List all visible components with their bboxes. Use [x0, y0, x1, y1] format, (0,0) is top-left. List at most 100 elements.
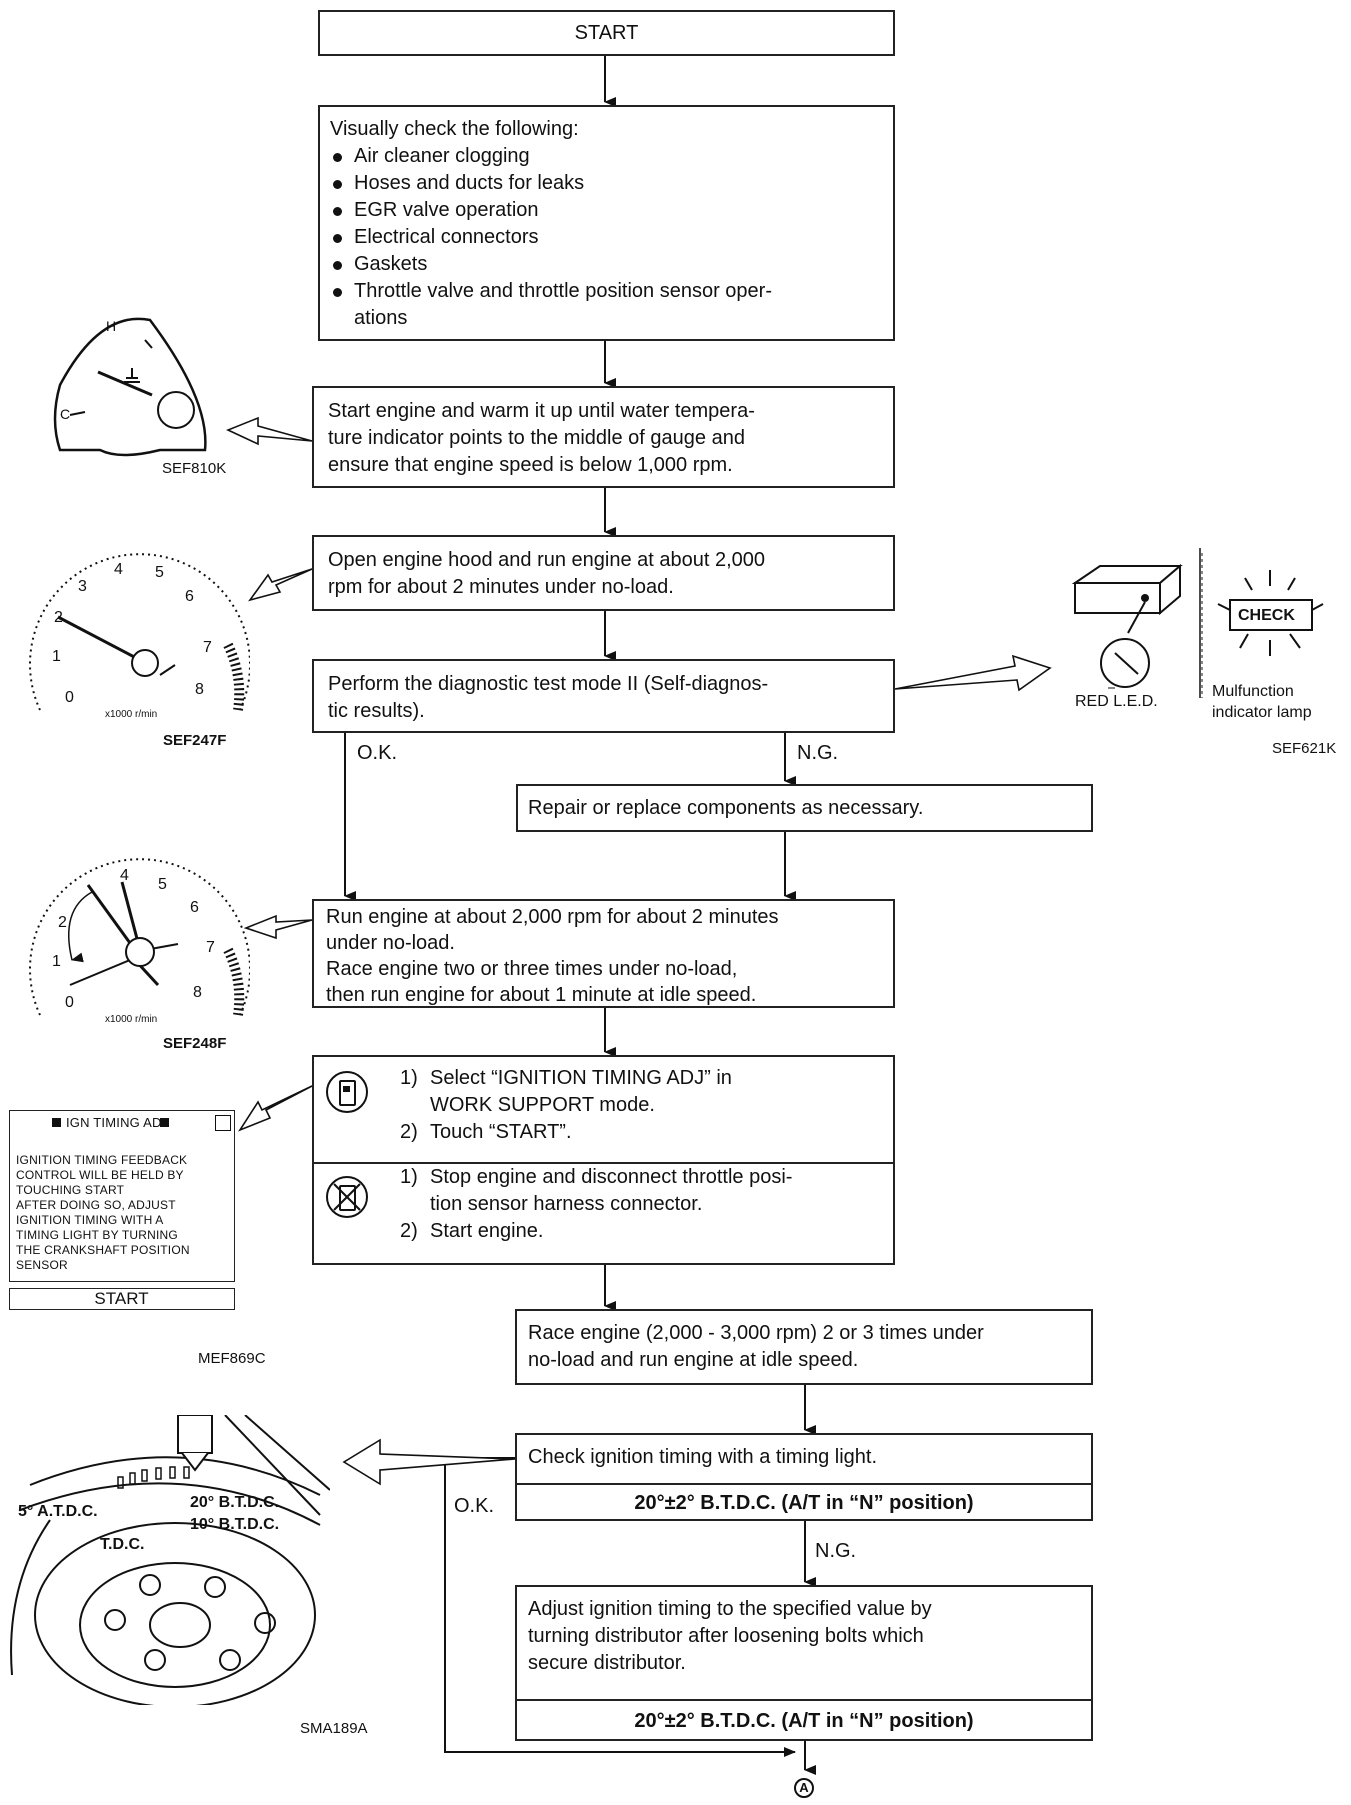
gauge-c: C: [60, 406, 71, 422]
tach2-num: 1: [52, 953, 61, 970]
adjust-spec: 20°±2° B.T.D.C. (A/T in “N” position): [634, 1710, 974, 1732]
screen-start-button[interactable]: START: [9, 1288, 235, 1310]
noconsult-step1-num: 1): [400, 1166, 418, 1188]
procedure-box: 1) Select “IGNITION TIMING ADJ” in WORK …: [312, 1055, 895, 1265]
warmup-line: Start engine and warm it up until water …: [328, 400, 755, 422]
tach1-figure: 0 1 2 3 4 5 6 7 8 x1000 r/min: [10, 535, 250, 730]
lamp-label: indicator lamp: [1212, 704, 1312, 721]
run-line: then run engine for about 1 minute at id…: [326, 984, 757, 1006]
screen-line: SENSOR: [16, 1258, 68, 1272]
lamp-label: Mulfunction: [1212, 683, 1294, 700]
pointer-tach1: [248, 568, 313, 602]
noconsult-section: 1) Stop engine and disconnect throttle p…: [314, 1162, 893, 1263]
run-line: Run engine at about 2,000 rpm for about …: [326, 906, 779, 928]
check-item: EGR valve operation: [330, 197, 772, 224]
tach2-drawing: [29, 858, 250, 1016]
noconsult-icon: [326, 1176, 368, 1218]
check-lamp-text: CHECK: [1238, 607, 1295, 624]
pulley-label-tdc: T.D.C.: [100, 1536, 145, 1553]
race-box: Race engine (2,000 - 3,000 rpm) 2 or 3 t…: [515, 1309, 1093, 1385]
tach1-num: 6: [185, 588, 194, 605]
ok-label: O.K.: [357, 742, 398, 764]
pulley-figure: 5° A.T.D.C. 20° B.T.D.C. 10° B.T.D.C. T.…: [0, 1415, 330, 1705]
repair-box: Repair or replace components as necessar…: [516, 784, 1093, 832]
noconsult-step2-num: 2): [400, 1220, 418, 1242]
diag-box: Perform the diagnostic test mode II (Sel…: [312, 659, 895, 733]
temp-gauge-caption: SEF810K: [162, 460, 227, 477]
run-line: Race engine two or three times under no-…: [326, 958, 738, 980]
start-box: START: [318, 10, 895, 56]
warmup-box: Start engine and warm it up until water …: [312, 386, 895, 488]
hood-box: Open engine hood and run engine at about…: [312, 535, 895, 611]
tach1-num: 0: [65, 689, 74, 706]
tach2-num: 6: [190, 899, 199, 916]
tach1-num: 7: [203, 639, 212, 656]
screen-line: TOUCHING START: [16, 1183, 125, 1197]
visual-check-list: Air cleaner clogging Hoses and ducts for…: [330, 143, 772, 305]
adjust-line: Adjust ignition timing to the specified …: [528, 1598, 932, 1620]
check-item: Electrical connectors: [330, 224, 772, 251]
pointer-screen: [237, 1085, 313, 1132]
consult-section: 1) Select “IGNITION TIMING ADJ” in WORK …: [314, 1057, 893, 1164]
adjust-line: secure distributor.: [528, 1652, 686, 1674]
screen-line: AFTER DOING SO, ADJUST: [16, 1198, 176, 1212]
run-box: Run engine at about 2,000 rpm for about …: [312, 899, 895, 1008]
tach1-num: 3: [78, 578, 87, 595]
consult-step1-num: 1): [400, 1067, 418, 1089]
tach1-num: 2: [54, 609, 63, 626]
temp-gauge-figure: H C: [40, 300, 220, 460]
pulley-label-20btdc: 20° B.T.D.C.: [190, 1494, 280, 1511]
ng-adjust-label: N.G.: [815, 1540, 857, 1562]
hood-line: rpm for about 2 minutes under no-load.: [328, 576, 674, 598]
gauge-h: H: [106, 318, 117, 334]
timing-spec-row: 20°±2° B.T.D.C. (A/T in “N” position): [517, 1483, 1091, 1521]
noconsult-step1: tion sensor harness connector.: [430, 1193, 703, 1215]
timing-check-text: Check ignition timing with a timing ligh…: [528, 1446, 878, 1468]
screen-figure: IGN TIMING ADJ IGNITION TIMING FEEDBACK …: [9, 1110, 235, 1282]
tach1-drawing: [29, 553, 250, 711]
diag-line: tic results).: [328, 700, 425, 722]
visual-check-box: Visually check the following: Air cleane…: [318, 105, 895, 341]
tach2-num: 0: [65, 994, 74, 1011]
tach1-unit: x1000 r/min: [105, 709, 158, 720]
ecm-figure: CHECK RED L.E.D. Mulfunction indicator l…: [1060, 548, 1350, 723]
pulley-label-10btdc: 10° B.T.D.C.: [190, 1516, 280, 1533]
consult-step2: Touch “START”.: [430, 1121, 572, 1143]
check-item: Throttle valve and throttle position sen…: [330, 278, 772, 305]
repair-text: Repair or replace components as necessar…: [528, 797, 924, 819]
check-item-cont: ations: [354, 307, 408, 329]
pointer-tach2: [243, 914, 313, 940]
timing-check-box: Check ignition timing with a timing ligh…: [515, 1433, 1093, 1521]
pointer-ecm: [894, 654, 1052, 692]
tach2-num: 4: [120, 867, 129, 884]
race-line: no-load and run engine at idle speed.: [528, 1349, 859, 1371]
led-label: RED L.E.D.: [1075, 693, 1158, 710]
tach1-num: 1: [52, 648, 61, 665]
tach1-num: 8: [195, 681, 204, 698]
adjust-box: Adjust ignition timing to the specified …: [515, 1585, 1093, 1741]
warmup-line: ture indicator points to the middle of g…: [328, 427, 745, 449]
screen-line: THE CRANKSHAFT POSITION: [16, 1243, 190, 1257]
screen-line: IGNITION TIMING WITH A: [16, 1213, 164, 1227]
screen-title: IGN TIMING ADJ: [66, 1115, 169, 1130]
pulley-caption: SMA189A: [300, 1720, 368, 1737]
pulley-label-5atdc: 5° A.T.D.C.: [18, 1503, 98, 1520]
consult-step1: Select “IGNITION TIMING ADJ” in: [430, 1067, 732, 1089]
screen-caption: MEF869C: [198, 1350, 266, 1367]
screen-line: CONTROL WILL BE HELD BY: [16, 1168, 184, 1182]
connector-a-label: A: [799, 1780, 809, 1795]
warmup-line: ensure that engine speed is below 1,000 …: [328, 454, 733, 476]
visual-check-intro: Visually check the following:: [330, 118, 579, 140]
check-item: Gaskets: [330, 251, 772, 278]
consult-step2-num: 2): [400, 1121, 418, 1143]
ok-bypass-label: O.K.: [454, 1495, 495, 1517]
adjust-spec-row: 20°±2° B.T.D.C. (A/T in “N” position): [517, 1699, 1091, 1741]
tach2-unit: x1000 r/min: [105, 1014, 158, 1025]
connector-a: A: [794, 1778, 814, 1798]
ecm-drawing: [1071, 548, 1324, 698]
ecm-caption: SEF621K: [1272, 740, 1337, 757]
noconsult-step2: Start engine.: [430, 1220, 544, 1242]
diag-line: Perform the diagnostic test mode II (Sel…: [328, 673, 769, 695]
pointer-temp-gauge: [225, 416, 313, 446]
